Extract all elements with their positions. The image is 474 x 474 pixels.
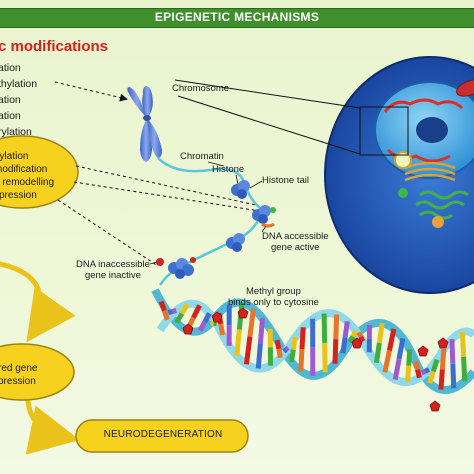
diagram-title: EPIGENETIC MECHANISMS	[154, 10, 320, 24]
base-pair-half	[191, 304, 202, 319]
base-pair-half	[427, 370, 436, 384]
base-pair-half	[449, 339, 456, 364]
methyl-groups	[182, 307, 449, 412]
base-pair-half	[386, 328, 397, 352]
base-pair-half	[322, 342, 328, 373]
oval-line: n remodelling	[0, 177, 55, 188]
methyl-group-line: binds only to cytosine	[228, 297, 319, 308]
histone-cluster-4	[168, 258, 194, 279]
base-pair-half	[290, 336, 298, 350]
oval-line: xpression	[0, 190, 37, 201]
base-pair-half	[171, 308, 177, 315]
base-pair-half	[333, 314, 340, 340]
neurodegeneration-box	[75, 419, 249, 453]
base-pair-half	[342, 320, 350, 338]
base-pair-half	[158, 300, 167, 312]
histone-cluster-2	[252, 205, 276, 224]
histone-label: Histone	[212, 164, 245, 175]
methyl-group-line: Methyl group	[245, 286, 301, 297]
altered-expression-text: red gene pression	[0, 362, 37, 388]
base-pair-half	[197, 320, 207, 332]
methyl-group-label: Methyl group binds only to cytosine	[228, 286, 319, 308]
base-pair-half	[430, 358, 440, 373]
base-pair-half	[284, 345, 290, 352]
base-pair-half	[450, 363, 457, 389]
base-pair-half	[234, 329, 242, 357]
chromatin-label: Chromatin	[180, 151, 224, 162]
base-pair-half	[255, 343, 263, 369]
base-pair-half	[392, 358, 402, 381]
base-pair-half	[461, 356, 468, 382]
dna-inaccessible-line: gene inactive	[84, 270, 141, 281]
altered-line: red gene	[0, 363, 38, 374]
base-pair-half	[299, 327, 306, 350]
base-pair-half	[298, 349, 305, 372]
modification-item: rylation	[0, 126, 32, 138]
base-pair-half	[406, 349, 413, 366]
cell-illustration	[324, 56, 474, 294]
base-pair-half	[413, 360, 420, 371]
base-pair-half	[340, 336, 348, 354]
mechanisms-oval-text: hylation modification n remodelling xpre…	[0, 150, 54, 202]
base-pair-half	[356, 331, 364, 338]
base-pair-half	[350, 329, 359, 338]
base-pair-half	[332, 339, 339, 364]
chromosome-label: Chromosome	[172, 83, 230, 94]
base-pair-half	[282, 347, 288, 354]
base-pair-half	[373, 342, 382, 364]
modification-item: ation	[0, 62, 21, 74]
base-pair-half	[376, 322, 385, 344]
header-bar	[0, 8, 474, 28]
base-pair-half	[167, 309, 173, 316]
base-pair-half	[218, 323, 226, 336]
base-pair-half	[274, 339, 282, 350]
base-pair-half	[202, 312, 212, 324]
modifications-list: ation thylation ation ation rylation	[0, 60, 37, 140]
base-pair-half	[424, 367, 431, 374]
base-pairs	[158, 300, 468, 390]
modification-item: ation	[0, 110, 21, 122]
dna-accessible-line: DNA accessible	[262, 231, 329, 242]
oval-line: hylation	[0, 151, 29, 162]
base-pair-half	[243, 336, 253, 365]
base-pair-half	[257, 318, 266, 344]
base-pair-half	[174, 312, 185, 324]
dna-accessible-line: gene active	[270, 242, 320, 253]
altered-line: pression	[0, 376, 36, 387]
base-pair-half	[420, 368, 427, 376]
dna-accessible-label: DNA accessible gene active	[262, 231, 329, 253]
base-pair-half	[439, 348, 447, 370]
base-pair-half	[179, 303, 190, 315]
neurodegeneration-label: NEURODEGENERATION	[103, 429, 223, 440]
histone-cluster-3	[226, 233, 245, 252]
base-pair-half	[396, 337, 406, 360]
base-pair-half	[276, 348, 283, 359]
base-pair-half	[288, 349, 296, 363]
modification-item: thylation	[0, 78, 38, 90]
base-pair-half	[415, 368, 422, 379]
dna-inaccessible-line: DNA inaccessible	[76, 259, 150, 270]
modifications-heading: c modifications	[0, 38, 109, 55]
base-pair-half	[382, 350, 392, 373]
base-pair-half	[347, 335, 356, 344]
base-pair-half	[247, 308, 256, 337]
histone-cluster-1	[231, 180, 250, 199]
oval-line: modification	[0, 164, 48, 175]
dna-inaccessible-label: DNA inaccessible gene inactive	[76, 259, 150, 281]
chromosome-shape	[127, 86, 162, 162]
base-pair-half	[459, 332, 467, 357]
mechanisms-oval	[0, 135, 79, 209]
modification-item: ation	[0, 94, 21, 106]
base-pair-half	[438, 369, 445, 390]
base-pair-half	[321, 313, 328, 343]
histone-tail-label: Histone tail	[262, 175, 309, 186]
base-pair-half	[358, 335, 366, 343]
base-pair-half	[405, 365, 412, 383]
base-pair-half	[161, 309, 170, 321]
